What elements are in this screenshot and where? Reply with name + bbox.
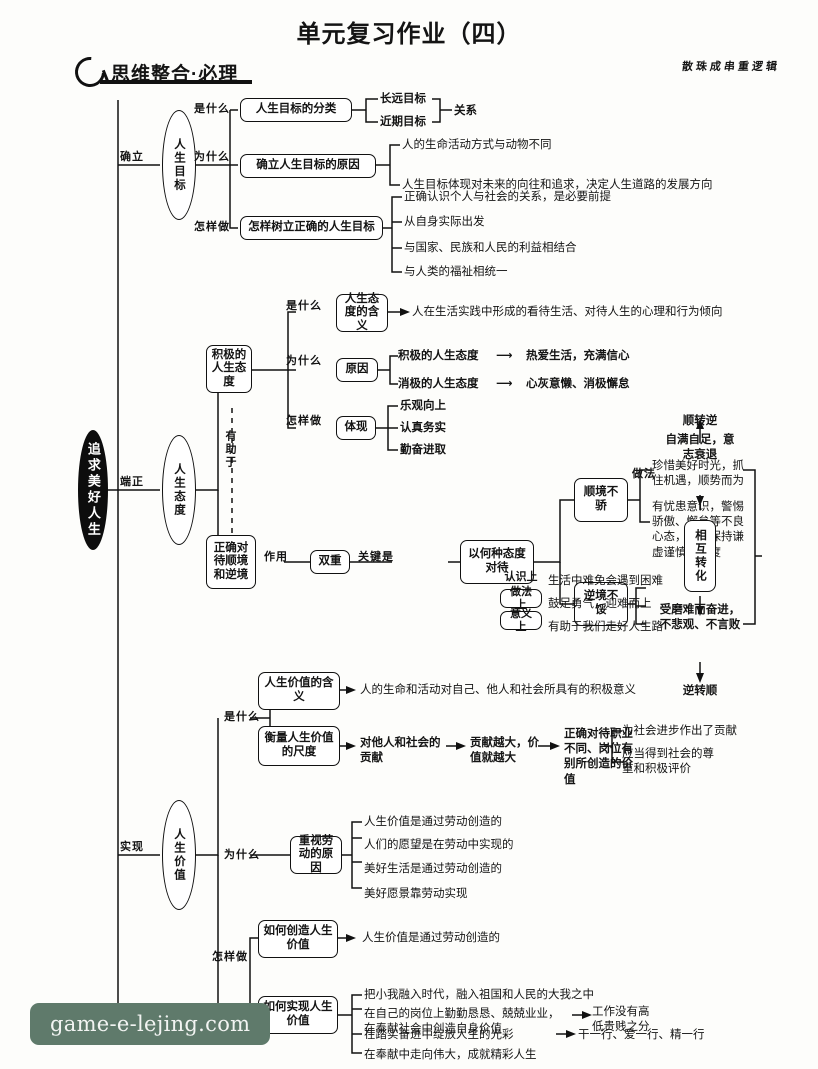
value-q3-label: 怎样做 <box>212 950 248 963</box>
adverse-label-2[interactable]: 意义上 <box>500 608 542 633</box>
root-node[interactable]: 追求美好人生 <box>78 430 108 550</box>
attitude-q1-node[interactable]: 人生态度的含义 <box>336 293 388 332</box>
transform-top-result: 顺转逆 <box>682 415 718 427</box>
circumstance-edge-2: 关键是 <box>358 550 394 563</box>
question-mark-icon <box>68 50 112 94</box>
value-q2-node[interactable]: 重视劳动的原因 <box>290 835 342 874</box>
favorable-edge-label: 做法 <box>632 467 656 480</box>
attitude-pair-1-arrow: ⟶ <box>496 378 513 390</box>
value-chain-2: 正确对待职业不同、岗位有别所创造的价值 <box>564 728 633 786</box>
goal-q2-label: 为什么 <box>194 150 230 163</box>
value-q1-node-1[interactable]: 人生价值的含义 <box>258 672 340 710</box>
value-q3-text-1: 人生价值是通过劳动创造的 <box>362 932 500 944</box>
adverse-node[interactable]: 逆境不馁 <box>574 582 628 626</box>
value-q2-child-3: 美好愿景靠劳动实现 <box>364 888 468 900</box>
value-q3-item-1: 在自己的岗位上勤勤恳恳、兢兢业业，在奉献社会中创造自身价值 <box>364 1008 560 1036</box>
watermark: game-e-lejing.com <box>30 1003 271 1045</box>
goal-q3-child-0: 正确认识个人与社会的关系，是必要前提 <box>404 191 611 203</box>
section-label: 思维整合·必理 <box>111 63 239 85</box>
value-q3-item-3: 在奉献中走向伟大，成就精彩人生 <box>364 1049 537 1061</box>
value-q2-child-2: 美好生活是通过劳动创造的 <box>364 863 502 875</box>
value-chain-0: 对他人和社会的贡献 <box>360 737 441 765</box>
attitude-q2-node[interactable]: 原因 <box>336 358 378 382</box>
goal-q1-child-0: 长远目标 <box>380 93 426 105</box>
attitude-q3-child-1: 认真务实 <box>400 422 446 434</box>
goal-q1-relation: 关系 <box>454 105 477 117</box>
attitude-dashed-label: 有助于 <box>224 430 237 469</box>
favorable-item-0: 珍惜美好时光，抓住机遇，顺势而为 <box>652 460 744 488</box>
goal-q3-label: 怎样做 <box>194 220 230 233</box>
value-q3-item-0: 把小我融入时代，融入祖国和人民的大我之中 <box>364 989 594 1001</box>
goal-q3-node[interactable]: 怎样树立正确的人生目标 <box>240 216 383 240</box>
value-q3-item-2: 在踏实奋进中绽放人生的光彩 <box>364 1029 514 1041</box>
value-q3-node-2[interactable]: 如何实现人生价值 <box>258 996 338 1034</box>
goal-q1-child-1: 近期目标 <box>380 116 426 128</box>
favorable-node[interactable]: 顺境不骄 <box>574 478 628 522</box>
handwritten-note: 散珠成串重逻辑 <box>681 60 781 73</box>
section-header: 思维整合·必理 <box>68 50 239 94</box>
value-q2-label: 为什么 <box>224 848 260 861</box>
goal-q2-node[interactable]: 确立人生目标的原因 <box>240 154 376 178</box>
attitude-q2-label: 为什么 <box>286 354 322 367</box>
value-tail-1: 应当得到社会的尊重和积极评价 <box>622 748 714 776</box>
transform-bottom-cause: 受磨难而奋进，不悲观、不言败 <box>659 604 741 632</box>
value-q3-node-1[interactable]: 如何创造人生价值 <box>258 920 338 958</box>
value-q1-label: 是什么 <box>224 710 260 723</box>
page-title: 单元复习作业（四） <box>296 21 522 48</box>
goal-q3-child-1: 从自身实际出发 <box>404 216 485 228</box>
branch-connector-realize: 实现 <box>120 840 144 853</box>
transform-bottom-result: 逆转顺 <box>682 685 718 697</box>
branch-node-life-goal[interactable]: 人生目标 <box>162 110 196 220</box>
goal-q1-node[interactable]: 人生目标的分类 <box>240 98 352 122</box>
adverse-text-2: 有助于我们走好人生路 <box>548 621 663 633</box>
goal-q2-child-0: 人的生命活动方式与动物不同 <box>402 139 552 151</box>
attitude-q1-label: 是什么 <box>286 299 322 312</box>
goal-q1-label: 是什么 <box>194 102 230 115</box>
value-q2-child-1: 人们的愿望是在劳动中实现的 <box>364 839 514 851</box>
branch-node-life-attitude[interactable]: 人生态度 <box>162 435 196 545</box>
value-chain-1: 贡献越大，价值就越大 <box>470 737 539 765</box>
transform-center-node[interactable]: 相互转化 <box>684 520 716 592</box>
attitude-q3-child-0: 乐观向上 <box>400 400 446 412</box>
attitude-q3-node[interactable]: 体现 <box>336 416 376 440</box>
attitude-pair-0-arrow: ⟶ <box>496 350 513 362</box>
circumstance-node[interactable]: 正确对待顺境和逆境 <box>206 535 256 589</box>
adverse-label-0[interactable]: 认识上 <box>504 571 538 584</box>
goal-q2-child-1: 人生目标体现对未来的向往和追求，决定人生道路的发展方向 <box>402 179 713 191</box>
transform-top-cause: 自满自足，意志衰退 <box>665 434 735 462</box>
adverse-text-0: 生活中难免会遇到困难 <box>548 575 663 587</box>
value-q1-node-2[interactable]: 衡量人生价值的尺度 <box>258 726 340 766</box>
section-underline <box>100 80 252 84</box>
attitude-pair-1-right: 心灰意懒、消极懈怠 <box>526 378 630 390</box>
circumstance-mid-2[interactable]: 以何种态度对待 <box>460 540 534 584</box>
goal-q3-child-2: 与国家、民族和人民的利益相结合 <box>404 242 577 254</box>
branch-node-life-value[interactable]: 人生价值 <box>162 800 196 910</box>
branch-connector-establish: 确立 <box>120 150 144 163</box>
value-q3-item-2-extra: 干一行、爱一行、精一行 <box>578 1029 705 1041</box>
attitude-q3-child-2: 勤奋进取 <box>400 444 446 456</box>
attitude-q1-text: 人在生活实践中形成的看待生活、对待人生的心理和行为倾向 <box>412 306 723 318</box>
attitude-sub-node[interactable]: 积极的人生态度 <box>206 345 252 393</box>
adverse-text-1: 鼓足勇气，迎难而上 <box>548 598 652 610</box>
circumstance-edge-1: 作用 <box>264 550 288 563</box>
value-tail-0: 为社会进步作出了贡献 <box>622 725 737 737</box>
attitude-pair-0-right: 热爱生活，充满信心 <box>526 350 630 362</box>
goal-q3-child-3: 与人类的福祉相统一 <box>404 266 508 278</box>
circumstance-mid-1[interactable]: 双重 <box>310 550 350 574</box>
value-q3-item-1-extra: 工作没有高低贵贱之分 <box>592 1006 650 1034</box>
value-q1-text-1: 人的生命和活动对自己、他人和社会所具有的积极意义 <box>360 684 636 696</box>
attitude-pair-1-left: 消极的人生态度 <box>398 378 479 390</box>
branch-connector-correct: 端正 <box>120 475 144 488</box>
attitude-pair-0-left: 积极的人生态度 <box>398 350 479 362</box>
value-q2-child-0: 人生价值是通过劳动创造的 <box>364 816 502 828</box>
adverse-label-1[interactable]: 做法上 <box>500 586 542 611</box>
attitude-q3-label: 怎样做 <box>286 414 322 427</box>
